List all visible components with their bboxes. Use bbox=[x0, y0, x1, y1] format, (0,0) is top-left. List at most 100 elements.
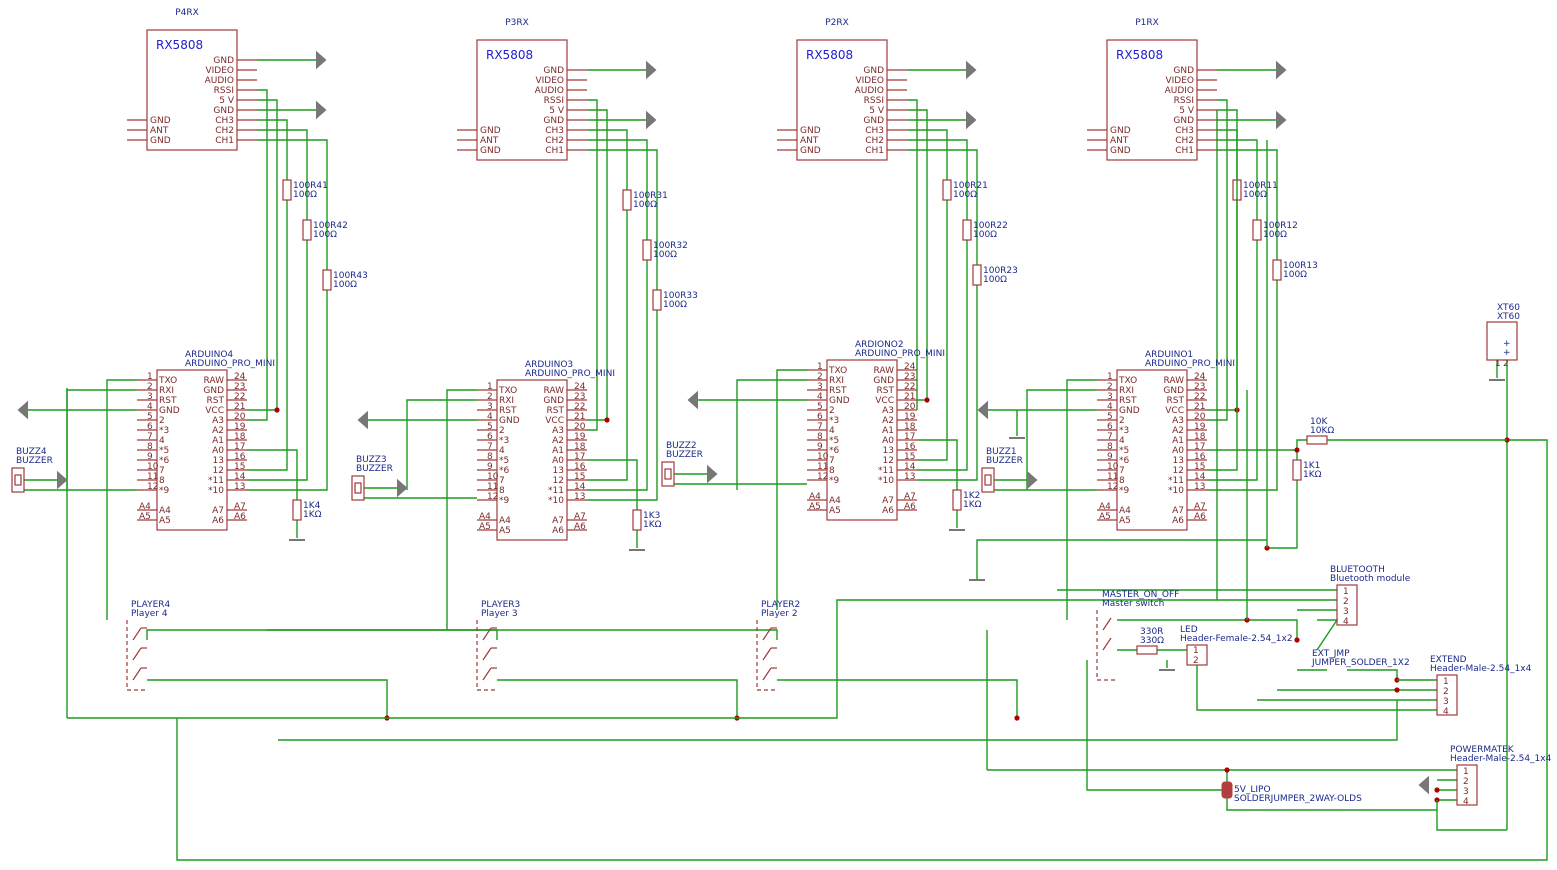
outer-bus bbox=[176, 439, 1548, 861]
resistor bbox=[302, 219, 312, 241]
resistor-value: 100Ω bbox=[953, 190, 977, 200]
arduino-pin-number: 7 bbox=[487, 442, 493, 452]
ground-symbol bbox=[316, 100, 327, 120]
arduino-pin-number: 1 bbox=[487, 382, 493, 392]
arduino-pin-label: 7 bbox=[829, 456, 835, 466]
arduino-pin-label: A2 bbox=[552, 436, 564, 446]
arduino-part: ARDUINO_PRO_MINI bbox=[525, 369, 615, 379]
arduino-pin-label: RST bbox=[547, 406, 565, 416]
ch-wire bbox=[917, 200, 948, 461]
arduino-pin-number: 13 bbox=[1194, 482, 1205, 492]
rx-pin-label: GND bbox=[480, 146, 501, 156]
arduino-pin-label: 7 bbox=[499, 476, 505, 486]
ground-symbol bbox=[1418, 775, 1429, 795]
arduino-pin-label: TXO bbox=[498, 386, 517, 396]
arduino-pin-label: 12 bbox=[1173, 466, 1184, 476]
arduino-pin-label: RXI bbox=[159, 386, 174, 396]
powermatek-ref: POWERMATEK bbox=[1450, 745, 1515, 755]
arduino-pin-number: 5 bbox=[147, 412, 153, 422]
arduino-pin-label: A3 bbox=[212, 416, 224, 426]
ch-wire bbox=[587, 260, 648, 491]
junction-dot bbox=[274, 407, 280, 413]
switch-ref: PLAYER4 bbox=[131, 600, 171, 610]
arduino-pin-label: RST bbox=[1167, 396, 1185, 406]
arduino-pin-label: A2 bbox=[212, 426, 224, 436]
arduino-pin-label: GND bbox=[1119, 406, 1140, 416]
ground-symbol bbox=[687, 390, 698, 410]
arduino-pin-number: 5 bbox=[1107, 412, 1113, 422]
resistor-value: 100Ω bbox=[1283, 270, 1307, 280]
led-header bbox=[1186, 644, 1208, 666]
arduino-pin-label: RAW bbox=[1164, 376, 1185, 386]
arduino-pin-number: 11 bbox=[1107, 472, 1118, 482]
arduino-pin-number: 6 bbox=[147, 422, 153, 432]
arduino-pin-number: 5 bbox=[817, 402, 823, 412]
ch-wire bbox=[1207, 280, 1278, 491]
resistor-value: 1KΩ bbox=[643, 520, 662, 530]
arduino-pin-number: 17 bbox=[574, 452, 585, 462]
junction-dot bbox=[1294, 637, 1300, 643]
powermatek-part: Header-Male-2.54_1x4 bbox=[1450, 754, 1552, 764]
arduino-pin-number: 8 bbox=[1107, 442, 1113, 452]
arduino-pin-number: 6 bbox=[1107, 422, 1113, 432]
resistor bbox=[652, 289, 662, 311]
arduino-pin-label: 8 bbox=[159, 476, 165, 486]
arduino-ref: ARDIONO2 bbox=[855, 340, 904, 350]
ground-symbol bbox=[17, 400, 28, 420]
switch-contact bbox=[482, 627, 492, 641]
rx-pin-label: GND bbox=[1173, 66, 1194, 76]
parts-layer bbox=[11, 29, 1518, 806]
rx-pin-label: VIDEO bbox=[205, 66, 234, 76]
arduino-pin-label: A7 bbox=[882, 496, 894, 506]
rx-pin-label: CH2 bbox=[215, 126, 234, 136]
junction-dot bbox=[1014, 715, 1020, 721]
arduino-pin-number: 9 bbox=[817, 442, 823, 452]
arduino-pin-number: 21 bbox=[1194, 402, 1205, 412]
rx-pin-label: CH2 bbox=[1175, 136, 1194, 146]
rx-pin-label: CH2 bbox=[865, 136, 884, 146]
arduino-pin-number: A7 bbox=[1194, 502, 1206, 512]
arduino-pin-label: A5 bbox=[829, 506, 841, 516]
arduino-pin-label: GND bbox=[873, 376, 894, 386]
switch-contact bbox=[132, 647, 142, 661]
xt60-plus: + bbox=[1503, 348, 1511, 358]
resistor-ref: 100R23 bbox=[983, 266, 1018, 276]
rx-pin-label: AUDIO bbox=[205, 76, 234, 86]
arduino-pin-label: A1 bbox=[1172, 436, 1184, 446]
arduino-pin-number: A6 bbox=[1194, 512, 1206, 522]
bluetooth-part: Bluetooth module bbox=[1330, 574, 1411, 584]
powermatek-pin: 2 bbox=[1463, 777, 1469, 787]
switch-bus-wire bbox=[497, 679, 738, 718]
gnd-line bbox=[976, 539, 1267, 580]
arduino-pin-label: A5 bbox=[159, 516, 171, 526]
arduino-pin-number: 12 bbox=[817, 472, 828, 482]
buzzer-body bbox=[351, 475, 365, 501]
rx-pin-label: AUDIO bbox=[855, 86, 884, 96]
junction-dot bbox=[1224, 767, 1230, 773]
arduino-pin-number: 23 bbox=[574, 392, 585, 402]
rx-pin-label: GND bbox=[150, 116, 171, 126]
xt60-body bbox=[1486, 321, 1518, 361]
rxi-wire bbox=[406, 399, 477, 490]
rx-pin-label: RSSI bbox=[864, 96, 884, 106]
arduino-ref: ARDUINO3 bbox=[525, 360, 573, 370]
arduino-pin-number: A5 bbox=[479, 522, 491, 532]
resistor bbox=[942, 179, 952, 201]
arduino-pin-label: RAW bbox=[204, 376, 225, 386]
switch-contact bbox=[762, 647, 772, 661]
arduino-pin-label: 2 bbox=[159, 416, 165, 426]
junction-dot bbox=[1394, 687, 1400, 693]
ground-symbol bbox=[977, 400, 988, 420]
arduino-pin-label: VCC bbox=[205, 406, 224, 416]
rx-part: RX5808 bbox=[486, 48, 533, 62]
arduino-pin-number: 15 bbox=[234, 462, 245, 472]
arduino-pin-number: 8 bbox=[147, 442, 153, 452]
vcc-wire bbox=[907, 109, 928, 401]
resistor bbox=[1306, 435, 1328, 445]
arduino-pin-label: 8 bbox=[499, 486, 505, 496]
arduino-pin-label: *9 bbox=[159, 486, 170, 496]
arduino-pin-number: 6 bbox=[487, 432, 493, 442]
rxi-wire bbox=[66, 389, 137, 490]
arduino-pin-number: 15 bbox=[574, 472, 585, 482]
arduino-pin-label: A4 bbox=[1119, 506, 1131, 516]
